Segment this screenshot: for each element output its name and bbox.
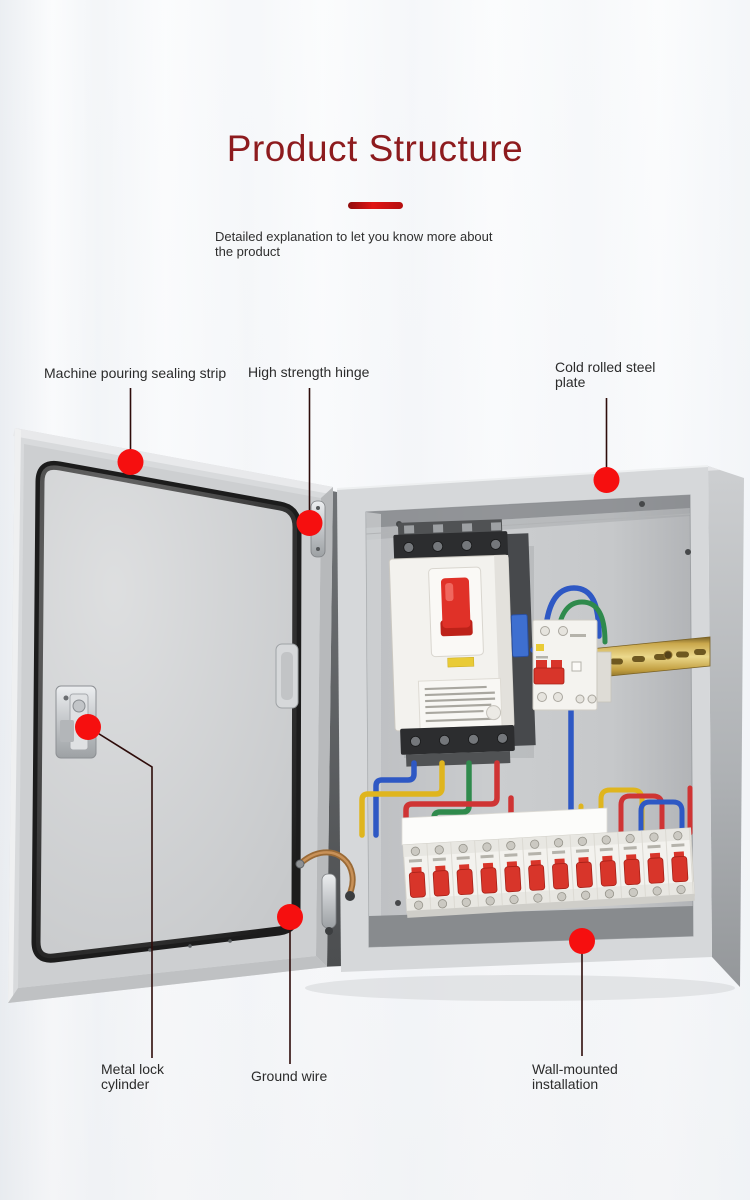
page-title: Product Structure	[226, 128, 524, 169]
callout-dot-hinge	[296, 510, 323, 536]
page-subtitle: Detailed explanation to let you know mor…	[215, 229, 545, 259]
cabinet-shadow	[305, 975, 735, 1001]
blue-terminal-block	[510, 613, 530, 658]
main-breaker-bottom-terminals	[400, 724, 515, 755]
rcd-breaker	[532, 619, 612, 711]
callout-dot-lock	[75, 714, 101, 740]
callout-lines	[87, 388, 608, 1064]
callout-label-ground-wire: Ground wire	[251, 1068, 328, 1084]
ground-wire	[295, 849, 356, 901]
door-handle	[275, 643, 299, 709]
rcd-toggle	[533, 667, 565, 685]
hinge-bottom	[321, 873, 337, 935]
main-breaker-top-terminals	[393, 531, 509, 561]
callout-dot-ground-wire	[277, 904, 303, 930]
callout-label-steel-plate: Cold rolled steel plate	[555, 359, 656, 390]
box-interior-bottom-wall	[369, 906, 693, 947]
phase-wires	[359, 760, 693, 844]
callout-dot-steel-plate	[593, 467, 620, 493]
subtitle-line-1: Detailed explanation to let you know mor…	[215, 229, 493, 244]
callout-label-hinge: High strength hinge	[248, 364, 370, 380]
subtitle-line-2: the product	[215, 244, 281, 259]
callout-label-lock: Metal lock cylinder	[101, 1061, 165, 1092]
main-breaker	[388, 519, 536, 767]
box-right-wall	[708, 466, 744, 987]
callout-label-wall-mount: Wall-mounted installation	[532, 1061, 618, 1092]
title-accent-bar	[348, 202, 403, 209]
callout-dot-wall-mount	[569, 928, 595, 954]
main-breaker-toggle	[440, 577, 471, 629]
callout-dots	[75, 449, 620, 954]
callout-label-sealing-strip: Machine pouring sealing strip	[44, 365, 227, 381]
callout-dot-sealing-strip	[117, 449, 144, 475]
mcb-row	[402, 827, 696, 918]
